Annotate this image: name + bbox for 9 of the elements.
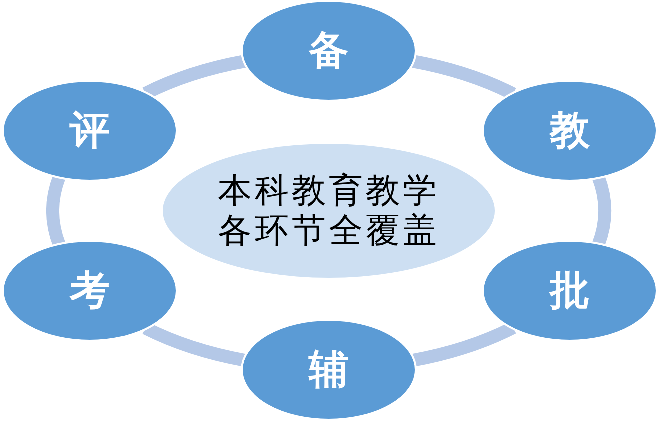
ring-arc — [46, 175, 66, 247]
stage-ellipse: 考 — [2, 240, 178, 342]
ring-arc — [592, 175, 612, 247]
stage-ellipse: 批 — [482, 240, 658, 342]
stage-ellipse: 备 — [241, 0, 417, 102]
center-ellipse: 本科教育教学各环节全覆盖 — [163, 144, 495, 278]
stage-ellipse: 教 — [482, 80, 658, 182]
stage-ellipse: 评 — [2, 80, 178, 182]
stage-ellipse: 辅 — [241, 319, 417, 421]
